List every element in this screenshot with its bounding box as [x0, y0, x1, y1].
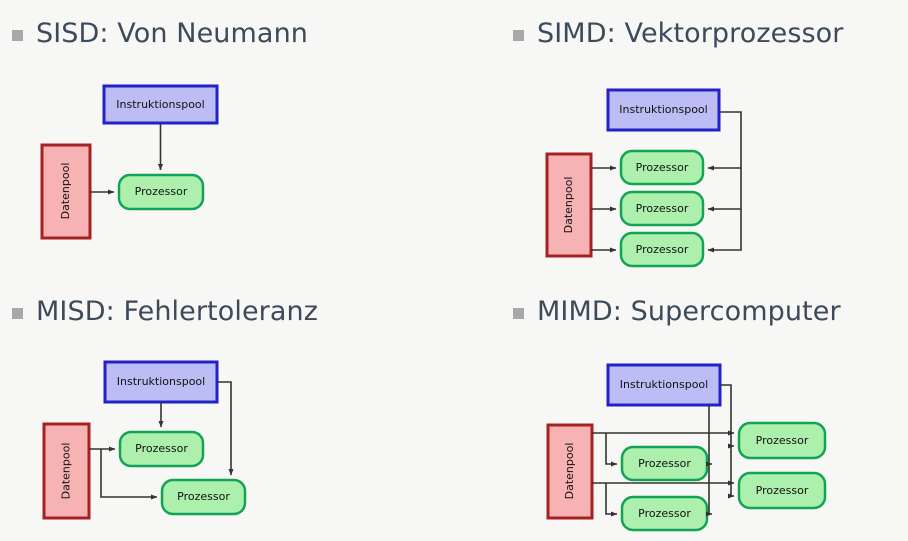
edge-instruction-to-processor-inner-2: [705, 464, 713, 517]
node-prozessor: Prozessor: [160, 478, 247, 516]
edge-instruction-to-processor-outer-1: [720, 384, 735, 449]
heading-mimd-label: MIMD: Supercomputer: [537, 296, 841, 327]
bullet-icon: [513, 29, 524, 41]
node-instruktionspool: Instruktionspool: [606, 363, 722, 407]
edge-instruction-to-processor-2: [217, 381, 234, 476]
heading-simd-label: SIMD: Vektorprozessor: [537, 18, 844, 49]
node-prozessor-label: Prozessor: [638, 457, 691, 470]
node-prozessor-label: Prozessor: [636, 161, 689, 174]
diagram-sisd: Instruktionspool Datenpool Prozessor: [40, 84, 219, 240]
edge-instruction-to-processor-outer-2: [727, 446, 735, 499]
node-prozessor: Prozessor: [118, 430, 205, 468]
heading-mimd: MIMD: Supercomputer: [513, 298, 841, 325]
node-instruktionspool-label: Instruktionspool: [117, 375, 205, 388]
edge-data-to-processor-2: [100, 449, 158, 500]
bullet-icon: [513, 307, 524, 319]
node-prozessor-label: Prozessor: [756, 434, 809, 447]
node-datenpool: Datenpool: [40, 143, 92, 240]
heading-misd-label: MISD: Fehlertoleranz: [36, 296, 319, 327]
node-datenpool: Datenpool: [42, 422, 91, 520]
edge-instruction-to-processor-3: [707, 209, 742, 253]
node-prozessor: Prozessor: [620, 445, 709, 482]
node-prozessor-label: Prozessor: [135, 185, 188, 198]
node-datenpool-label: Datenpool: [563, 443, 576, 500]
node-instruktionspool: Instruktionspool: [103, 360, 219, 404]
node-prozessor-label: Prozessor: [636, 243, 689, 256]
node-prozessor-label: Prozessor: [638, 507, 691, 520]
diagram-simd: Instruktionspool Datenpool Prozessor Pro…: [545, 88, 742, 268]
node-prozessor: Prozessor: [619, 190, 705, 227]
node-instruktionspool-label: Instruktionspool: [116, 98, 204, 111]
diagram-misd: Instruktionspool Datenpool Prozessor Pro…: [42, 360, 247, 520]
node-instruktionspool-label: Instruktionspool: [620, 378, 708, 391]
node-prozessor-label: Prozessor: [135, 442, 188, 455]
node-prozessor: Prozessor: [117, 173, 205, 211]
edge-instruction-to-processor-1: [707, 111, 742, 171]
node-prozessor-label: Prozessor: [177, 490, 230, 503]
node-prozessor: Prozessor: [737, 471, 827, 510]
node-prozessor: Prozessor: [619, 149, 705, 186]
bullet-icon: [12, 307, 23, 319]
heading-sisd-label: SISD: Von Neumann: [36, 18, 308, 49]
edge-data-to-processor-inner-2: [605, 483, 618, 517]
node-instruktionspool: Instruktionspool: [606, 88, 721, 132]
heading-sisd: SISD: Von Neumann: [12, 20, 308, 47]
node-instruktionspool: Instruktionspool: [102, 84, 219, 125]
node-prozessor: Prozessor: [737, 421, 827, 460]
heading-simd: SIMD: Vektorprozessor: [513, 20, 844, 47]
node-prozessor: Prozessor: [620, 495, 709, 532]
node-datenpool-label: Datenpool: [59, 163, 72, 220]
node-datenpool-label: Datenpool: [562, 177, 575, 234]
edge-data-to-processor-inner-1: [605, 433, 618, 467]
node-datenpool: Datenpool: [546, 423, 594, 520]
node-prozessor-label: Prozessor: [756, 484, 809, 497]
node-prozessor: Prozessor: [619, 231, 705, 268]
bullet-icon: [12, 29, 23, 41]
edge-instruction-to-processor-2: [707, 168, 742, 212]
node-datenpool: Datenpool: [545, 152, 593, 258]
node-prozessor-label: Prozessor: [636, 202, 689, 215]
edge-instruction-to-processor-inner-1: [705, 405, 713, 467]
node-datenpool-label: Datenpool: [60, 443, 73, 500]
node-instruktionspool-label: Instruktionspool: [619, 103, 707, 116]
diagram-mimd: Instruktionspool Datenpool Prozessor Pro…: [546, 363, 827, 532]
heading-misd: MISD: Fehlertoleranz: [12, 298, 318, 325]
